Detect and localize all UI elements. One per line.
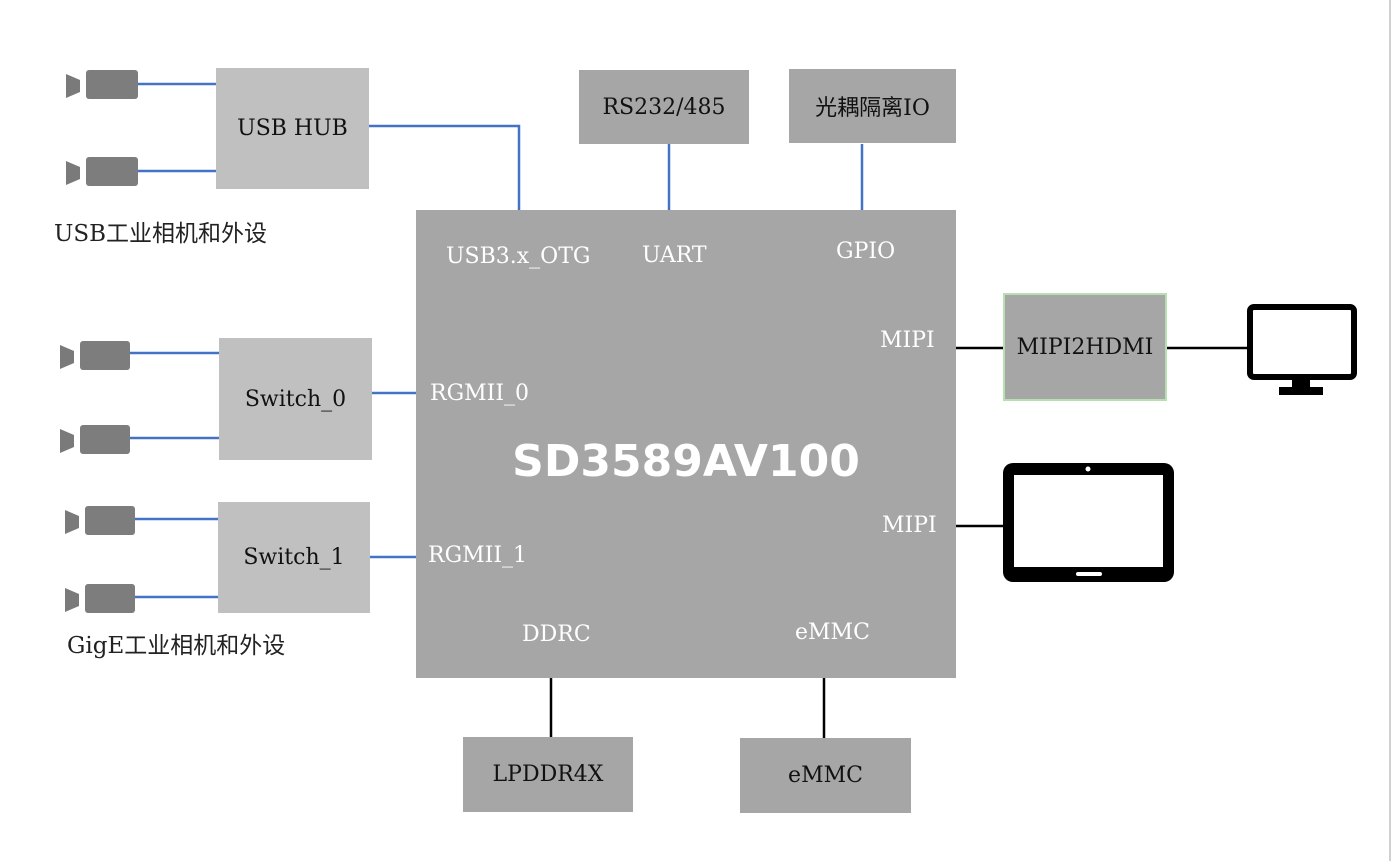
usb-hub-label: USB HUB xyxy=(237,116,348,141)
lpddr4x-block: LPDDR4X xyxy=(463,737,633,812)
mipi2hdmi-block: MIPI2HDMI xyxy=(1003,293,1167,401)
camera-icon xyxy=(65,506,145,536)
usb-devices-caption: USB工业相机和外设 xyxy=(54,221,268,247)
port-rgmii1: RGMII_1 xyxy=(428,543,528,568)
optocoupler-io-block: 光耦隔离IO xyxy=(789,69,956,143)
port-rgmii0: RGMII_0 xyxy=(430,381,530,406)
camera-icon xyxy=(66,157,146,187)
mipi2hdmi-label: MIPI2HDMI xyxy=(1016,334,1154,360)
tablet-icon xyxy=(1003,463,1174,582)
emmc-block: eMMC xyxy=(740,738,911,813)
lpddr4x-label: LPDDR4X xyxy=(492,762,604,787)
switch1-block: Switch_1 xyxy=(218,502,370,613)
camera-icon xyxy=(65,584,145,614)
port-ddrc: DDRC xyxy=(522,622,591,647)
port-mipi-bottom: MIPI xyxy=(882,513,937,538)
gige-devices-caption: GigE工业相机和外设 xyxy=(67,633,286,659)
rs232-block: RS232/485 xyxy=(579,70,749,144)
emmc-block-label: eMMC xyxy=(788,763,863,788)
port-usb-otg: USB3.x_OTG xyxy=(446,244,591,269)
switch0-label: Switch_0 xyxy=(244,386,347,412)
port-gpio: GPIO xyxy=(836,239,896,264)
port-mipi-top: MIPI xyxy=(880,328,935,353)
port-emmc: eMMC xyxy=(795,620,870,645)
wire-usbhub-chip xyxy=(369,124,521,212)
soc-chip xyxy=(416,210,956,678)
port-uart: UART xyxy=(642,243,707,268)
switch1-label: Switch_1 xyxy=(243,545,345,570)
right-edge-divider xyxy=(1389,0,1391,861)
rs232-label: RS232/485 xyxy=(602,94,726,120)
camera-icon xyxy=(60,425,140,455)
chip-title: SD3589AV100 xyxy=(512,436,860,487)
monitor-icon xyxy=(1247,304,1357,395)
camera-icon xyxy=(66,70,146,100)
switch0-block: Switch_0 xyxy=(219,338,372,460)
usb-hub-block: USB HUB xyxy=(216,68,369,189)
camera-icon xyxy=(60,341,140,371)
optocoupler-io-label: 光耦隔离IO xyxy=(815,96,930,121)
